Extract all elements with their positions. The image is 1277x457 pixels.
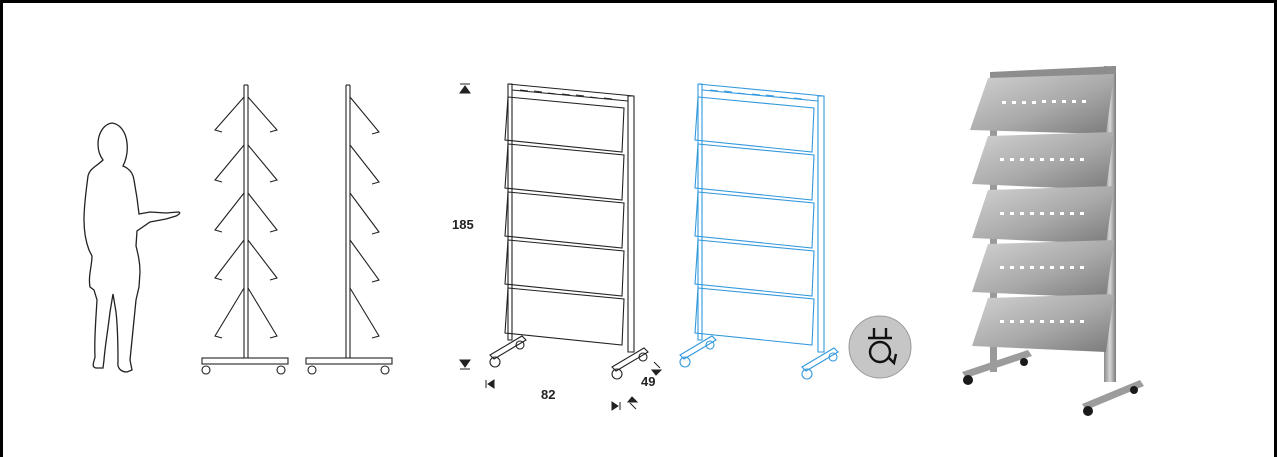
height-dimension-label: 185 [452,217,474,232]
width-dimension-label: 82 [541,387,556,402]
depth-dimension-label: 49 [641,374,656,389]
rack-side-view-single [305,84,393,375]
rack-front-drawing-blue [679,83,839,380]
width-left-marker [485,379,495,389]
rack-product-photo [962,66,1144,416]
height-bottom-marker [459,359,471,370]
caster-rotation-icon [848,315,912,379]
depth-bottom-marker [626,396,639,410]
human-silhouette [83,122,181,373]
dimension-markers [459,83,663,411]
rack-side-view-double [201,84,289,375]
width-right-marker [611,401,621,411]
depth-top-marker [650,361,663,376]
rack-front-drawing [489,83,649,380]
height-top-marker [459,83,471,94]
